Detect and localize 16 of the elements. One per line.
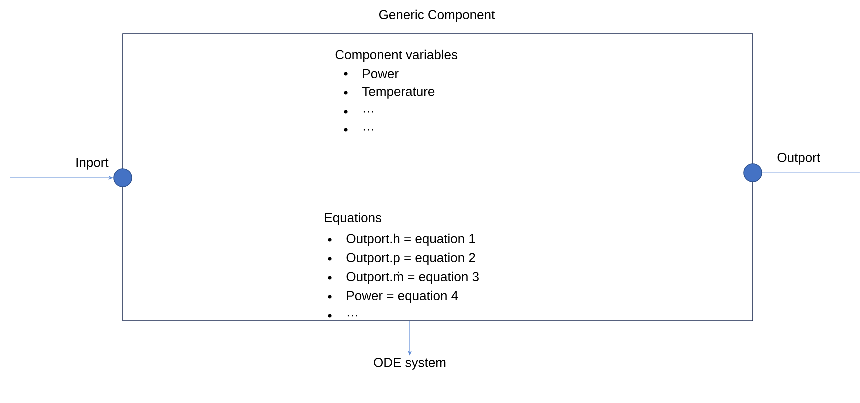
list-item: Outport.ṁ = equation 3 — [346, 272, 479, 284]
section-heading: Equations — [325, 212, 382, 226]
port-label: Inport — [76, 158, 109, 170]
list-item: … — [364, 111, 374, 113]
output-label: ODE system — [374, 358, 446, 370]
list-item: Outport.p = equation 2 — [346, 252, 476, 266]
list-item: … — [364, 129, 374, 131]
connector-line — [762, 172, 860, 174]
list-item: … — [348, 315, 358, 317]
port-label: Outport — [778, 153, 820, 165]
list-item: Outport.h = equation 1 — [346, 234, 476, 246]
list-item: Power = equation 4 — [347, 290, 458, 304]
box-title: Generic Component — [380, 10, 496, 22]
list-item: Power — [363, 69, 399, 79]
list-item: Temperature — [362, 87, 435, 99]
section-heading: Component variables — [336, 50, 458, 62]
